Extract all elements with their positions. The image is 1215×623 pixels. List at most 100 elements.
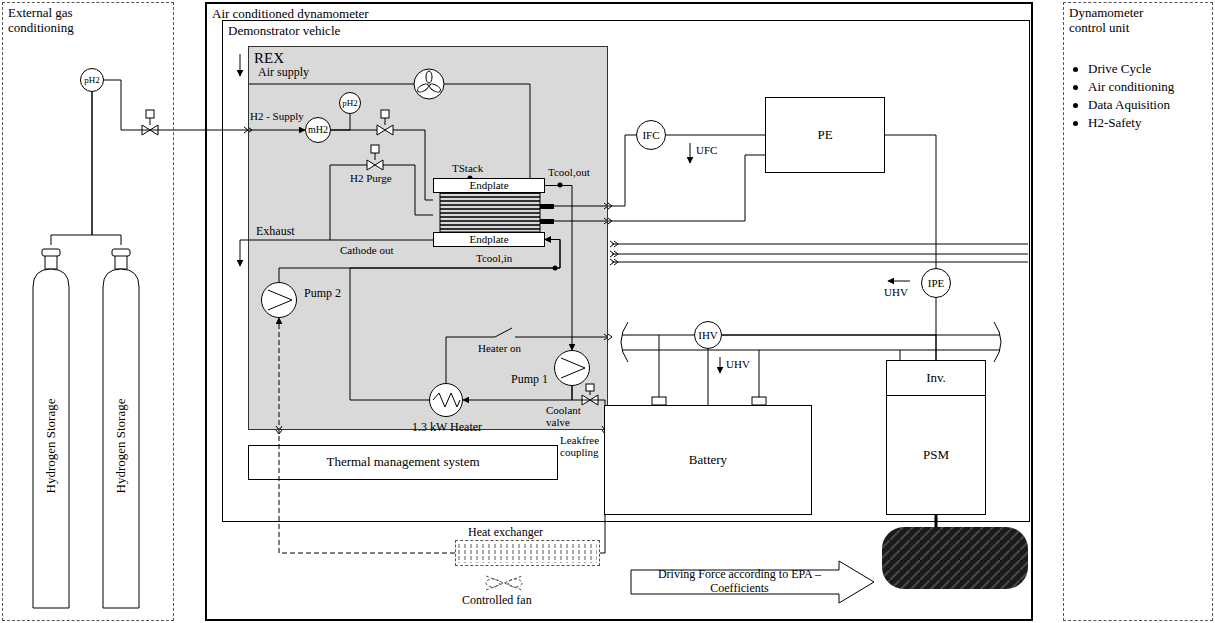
annotation-label: H2 Purge [350,172,392,184]
bullet-text: Drive Cycle [1088,62,1151,77]
node-label: Heat exchanger [468,526,543,540]
fuel-cell-stack [540,204,554,209]
hydrogen-bottle: Hydrogen Storage [100,245,142,610]
thermal-management-box: Thermal management system [248,445,558,480]
node-label: PE [817,128,832,143]
controlled-fan [486,576,522,590]
connector [92,92,121,245]
bottle-body [103,269,139,608]
dynamometer-region: Air conditioned dynamometerDemonstrator … [205,2,1033,621]
fuel-cell-stack [540,219,554,224]
tire [882,527,1028,589]
bullet-text: Air conditioning [1088,80,1174,95]
pump-mark [561,358,585,378]
connector [463,386,572,400]
bullet-text: H2-Safety [1088,116,1141,131]
electric-wire [554,155,765,221]
valve-symbol [590,391,591,395]
bottle-body [33,269,69,608]
endplate: Endplate [433,178,545,193]
bullet-row: H2-Safety [1069,116,1207,131]
node-label: Battery [689,453,727,468]
electric-wire [554,135,1028,527]
battery-terminal [652,397,766,405]
battery-terminal [752,397,766,405]
valve-symbol [385,118,386,125]
coupling-marker [604,218,612,224]
pipe-line [240,54,608,383]
node-label: Endplate [469,179,508,192]
connector [51,92,92,245]
battery-terminal [652,397,666,405]
node-label: Thermal management system [326,455,479,470]
node-label: pH2 [84,75,100,85]
hydrogen-bottle: Hydrogen Storage [30,245,72,610]
annotation-label: Leakfree coupling [560,434,606,458]
valve-symbol [375,153,376,160]
coupling-marker [610,259,618,265]
node-label: 1.3 kW Heater [407,421,487,435]
inverter-box: Inv. [886,360,986,396]
coupling-marker [244,127,618,434]
pump-symbol [554,350,590,386]
bottle-label: Hydrogen Storage [44,398,59,493]
pipe-line [248,84,530,178]
bottle-valve [112,249,130,256]
pump-symbol [261,282,297,318]
heat-exchanger-fins [458,543,597,563]
battery-box: Battery [604,405,812,515]
coupling-marker [604,334,612,340]
heater: 1.3 kW Heater [429,383,463,417]
bullet-text: Data Aquisition [1088,98,1170,113]
bottle-neck [45,255,57,269]
pipe-line [240,54,241,76]
valve-symbol [371,145,379,153]
bullet-row: Air conditioning [1069,80,1207,95]
vehicle-region: Demonstrator vehicleREXpH2mH2EndplateEnd… [222,20,1030,522]
node-label: IPE [928,277,945,290]
pressure-sensor: pH2 [339,92,361,114]
bullet-dot [1073,67,1078,72]
air-fan [428,82,441,93]
heat-exchanger: Heat exchanger [455,540,600,566]
valve-symbol [381,110,389,118]
current-sensor: IFC [636,120,666,150]
heater-mark [433,393,460,407]
power-electronics-box: PE [765,97,885,173]
valve-symbol [367,160,383,170]
bullet-row: Data Aquisition [1069,98,1207,113]
connector [708,349,709,405]
pump-mark [268,290,292,310]
region-title: Demonstrator vehicle [228,24,1024,39]
rex-fill [248,46,608,430]
heat-exchanger-fins [458,543,597,563]
pump: Pump 1 [554,350,590,386]
bullet-dot [1073,85,1078,90]
bottle-label: Hydrogen Storage [114,398,129,493]
bullet-dot [1073,103,1078,108]
node-label: IFC [642,129,659,142]
annotation-label: Coolant valve [546,404,586,428]
node-label: IHV [698,329,718,342]
electric-wire [720,357,721,373]
electric-wire [935,515,938,527]
air-fan [414,69,444,99]
node-label: mH2 [308,124,328,136]
annotation-label: UHV [884,286,908,298]
annotation-label: TStack [452,162,483,174]
controlled-fan [486,579,500,587]
bullet-dot [1073,121,1078,126]
driving-force-arrow: Driving Force according to EPA – Coeffic… [630,560,875,604]
node-label: Inv. [926,371,946,386]
node-label: Pump 2 [304,287,341,301]
node-label: pH2 [342,98,358,108]
node-label: PSM [923,448,949,463]
node-label: Endplate [469,233,508,246]
bottle-valve [42,249,60,256]
gas-conditioning-region: External gas conditioningpH2Hydrogen Sto… [2,2,174,621]
connector [885,135,936,268]
annotation-label: Tcool,out [548,166,590,178]
annotation-label: Heater on [478,342,521,354]
